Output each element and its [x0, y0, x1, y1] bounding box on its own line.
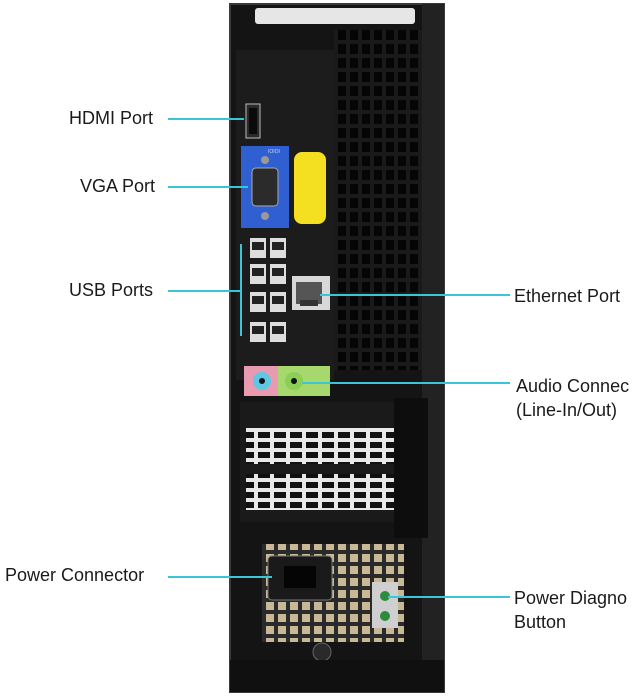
power-supply: [262, 544, 404, 662]
usb-bracket-line: [240, 244, 242, 336]
usb-callout-line: [168, 290, 242, 292]
vga-port: IOIOI: [241, 146, 289, 228]
ethernet-port: [292, 276, 330, 310]
audio-connector-label-line1: Audio Connec: [516, 376, 630, 396]
usb-ports-label: USB Ports: [69, 280, 154, 300]
power-diagnostic-label-line1: Power Diagno: [514, 588, 628, 608]
audio-connector-label-line2: (Line-In/Out): [516, 400, 618, 420]
vga-callout-line: [168, 186, 248, 188]
power-connector-label: Power Connector: [5, 565, 145, 585]
hdmi-port-label: HDMI Port: [69, 108, 154, 128]
usb-ports: [250, 238, 286, 342]
expansion-slots: [240, 398, 428, 538]
rear-vent: [334, 30, 422, 370]
audio-callout-line: [302, 382, 510, 384]
ethernet-callout-line: [320, 294, 510, 296]
audio-jacks: [244, 366, 330, 396]
power-diagnostic-callout-line: [388, 596, 510, 598]
ethernet-port-label: Ethernet Port: [514, 286, 621, 306]
vga-port-marking: IOIOI: [268, 149, 280, 155]
power-diagnostic-label-line2: Button: [514, 612, 567, 632]
hdmi-callout-line: [168, 118, 244, 120]
hdmi-port: [245, 103, 261, 139]
vga-port-label: VGA Port: [80, 176, 156, 196]
power-connector-callout-line: [168, 576, 272, 578]
top-handle: [255, 8, 415, 24]
yellow-tag: [294, 152, 326, 224]
